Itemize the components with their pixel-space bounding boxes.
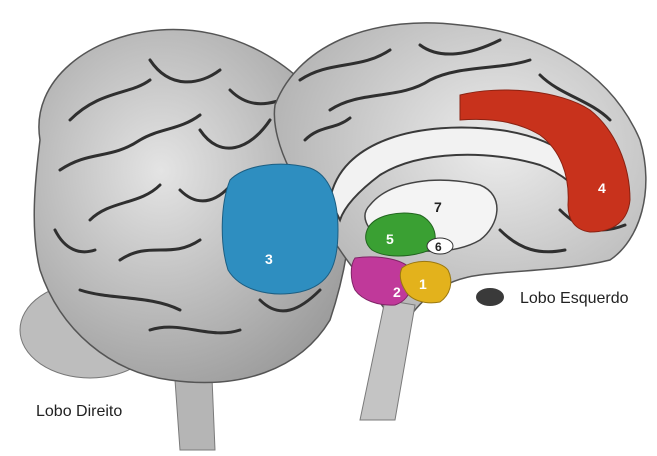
region-7-number: 7: [434, 199, 442, 215]
region-3: [222, 164, 338, 294]
brainstem-right: [175, 378, 215, 450]
label-left-lobe: Lobo Esquerdo: [520, 290, 629, 308]
region-3-number: 3: [265, 251, 273, 267]
region-5-number: 5: [386, 231, 394, 247]
region-5: [366, 213, 436, 256]
region-1-number: 1: [419, 276, 427, 292]
region-2-number: 2: [393, 284, 401, 300]
region-4-number: 4: [598, 180, 606, 196]
region-6-number: 6: [435, 240, 442, 254]
brainstem-left: [360, 300, 415, 420]
pituitary: [476, 288, 504, 306]
label-right-lobe: Lobo Direito: [36, 403, 122, 421]
